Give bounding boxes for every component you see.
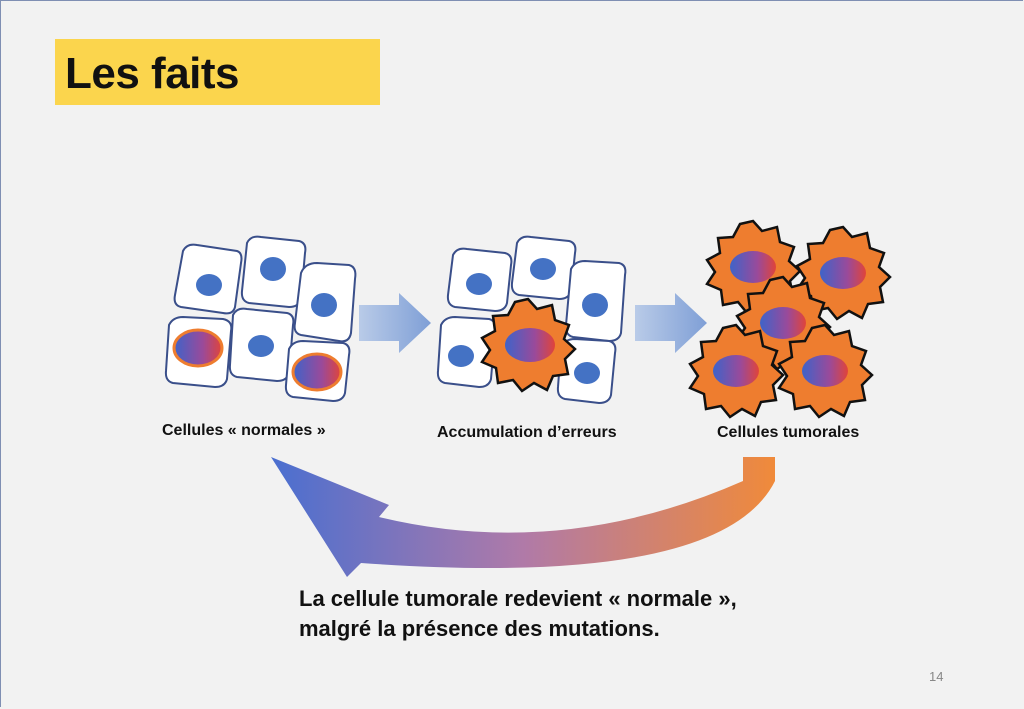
abnormal-nucleus [291, 352, 343, 392]
normal-cells-group [164, 235, 357, 403]
slide-title: Les faits [65, 49, 240, 98]
nucleus [582, 293, 608, 317]
nucleus [530, 258, 556, 280]
stage-label-normal: Cellules « normales » [162, 422, 326, 439]
nucleus [196, 274, 222, 296]
nucleus [311, 293, 337, 317]
nucleus [466, 273, 492, 295]
nucleus [448, 345, 474, 367]
progress-arrow-1 [359, 293, 431, 353]
tumor-cell [777, 323, 874, 419]
tumor-cell [688, 323, 785, 419]
tumor-cells-group [688, 219, 892, 419]
slide-caption: La cellule tumorale redevient « normale … [299, 584, 737, 644]
page-number: 14 [929, 669, 944, 684]
nucleus [574, 362, 600, 384]
title-banner: Les faits [55, 39, 380, 105]
caption-line-2: malgré la présence des mutations. [299, 616, 660, 641]
progress-arrow-2 [635, 293, 707, 353]
accumulation-cells-group [436, 235, 627, 405]
nucleus [260, 257, 286, 281]
nucleus [248, 335, 274, 357]
tumor-cell [795, 225, 892, 321]
stage-label-accumulation: Accumulation d’erreurs [437, 424, 617, 441]
tumor-cell [480, 297, 577, 393]
caption-line-1: La cellule tumorale redevient « normale … [299, 586, 737, 611]
stage-label-tumor: Cellules tumorales [717, 424, 860, 441]
abnormal-nucleus [172, 328, 224, 368]
return-curve-arrow [271, 457, 775, 577]
